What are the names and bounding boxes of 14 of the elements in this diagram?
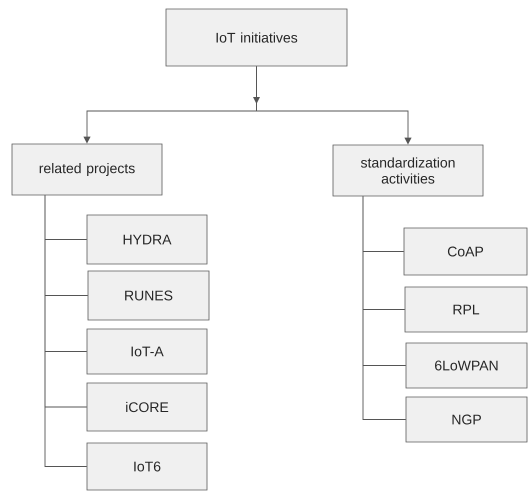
label-box: RPL [404, 286, 528, 332]
label-box: iCORE [86, 382, 208, 432]
label-box: IoT-A [86, 328, 208, 374]
label-box: IoT6 [86, 442, 208, 490]
label-box: 6LoWPAN [406, 342, 528, 388]
label-box: NGP [406, 396, 528, 442]
connector [362, 196, 406, 420]
label-box: related projects [12, 144, 162, 196]
label-box: IoT initiatives [166, 8, 348, 66]
connector [44, 194, 88, 467]
label-box: standardization activities [332, 144, 484, 196]
label-box: RUNES [88, 270, 210, 320]
label-box: HYDRA [86, 214, 208, 264]
label-box: CoAP [404, 228, 528, 276]
